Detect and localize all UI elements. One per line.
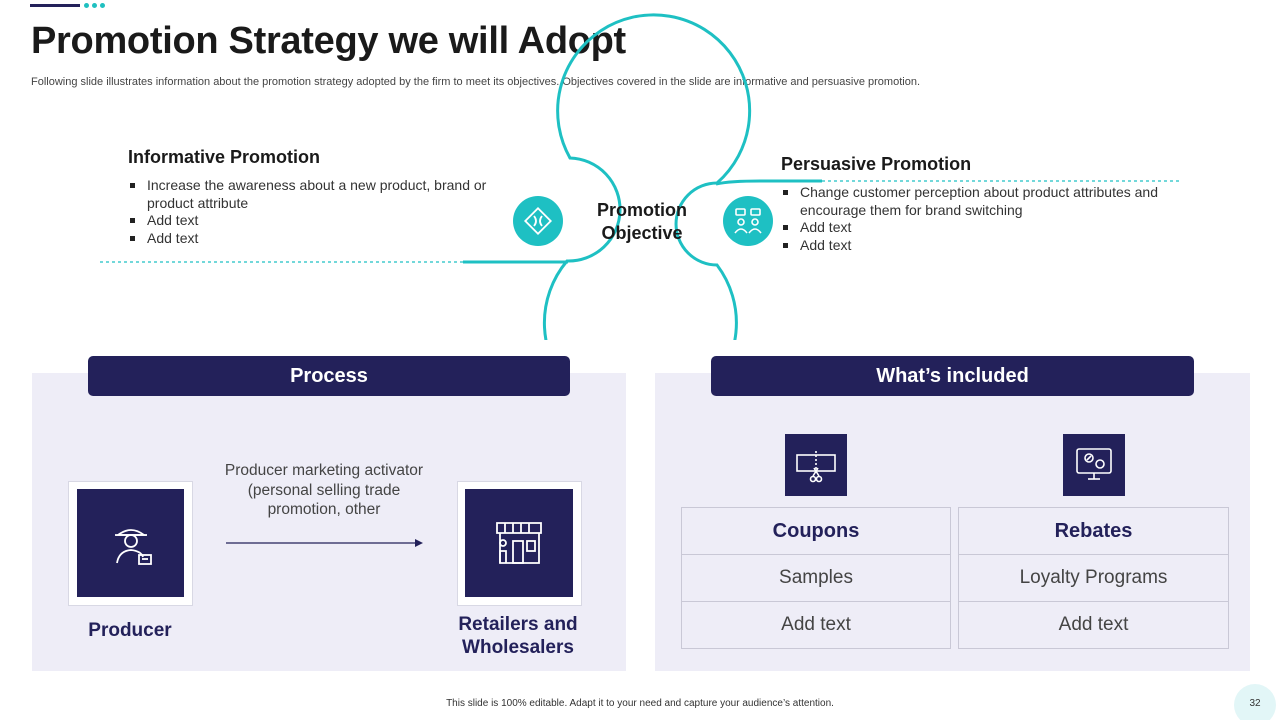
rebate-monitor-icon (1063, 434, 1125, 496)
table-cell-header: Coupons (681, 507, 951, 555)
list-item: Add text (781, 219, 1171, 237)
slide-subtitle: Following slide illustrates information … (31, 76, 921, 88)
table-cell: Add text (958, 601, 1229, 649)
people-discussion-icon (723, 196, 773, 246)
process-description: Producer marketing activator (personal s… (224, 462, 424, 518)
persuasive-promotion: Persuasive Promotion Change customer per… (781, 154, 1171, 254)
list-item: Change customer perception about product… (781, 184, 1171, 219)
top-accent-dots (84, 3, 105, 8)
process-arrow (226, 539, 423, 547)
rebates-table: Rebates Loyalty Programs Add text (958, 507, 1229, 649)
table-cell-header: Rebates (958, 507, 1229, 555)
storefront-icon (465, 489, 573, 597)
retailer-label: Retailers and Wholesalers (438, 613, 598, 659)
objective-ring (542, 13, 752, 340)
retailer-label-line2: Wholesalers (462, 637, 574, 658)
list-item: Add text (781, 237, 1171, 255)
producer-label: Producer (88, 620, 172, 641)
list-item: Add text (128, 230, 508, 248)
included-header: What’s included (711, 356, 1194, 396)
persuasive-title: Persuasive Promotion (781, 154, 972, 174)
road-sign-icon (513, 196, 563, 246)
page-number: 32 (1234, 684, 1276, 720)
persuasive-bullets: Change customer perception about product… (781, 184, 1171, 254)
table-cell: Samples (681, 554, 951, 602)
informative-title: Informative Promotion (128, 147, 321, 167)
objective-label: Promotion Objective (577, 199, 707, 245)
list-item: Increase the awareness about a new produ… (128, 177, 508, 212)
informative-bullets: Increase the awareness about a new produ… (128, 177, 508, 247)
right-connector (715, 179, 822, 186)
coupons-table: Coupons Samples Add text (681, 507, 951, 649)
objective-label-line2: Objective (601, 223, 683, 243)
top-accent-bar (30, 4, 80, 7)
table-cell: Add text (681, 601, 951, 649)
slide-footer: This slide is 100% editable. Adapt it to… (446, 698, 834, 709)
producer-icon (77, 489, 184, 597)
objective-label-line1: Promotion (597, 200, 687, 220)
retailer-label-line1: Retailers and (458, 614, 578, 635)
list-item: Add text (128, 212, 508, 230)
coupon-scissors-icon (785, 434, 847, 496)
objective-diagram (100, 13, 1180, 340)
process-header: Process (88, 356, 570, 396)
table-cell: Loyalty Programs (958, 554, 1229, 602)
slide-title: Promotion Strategy we will Adopt (31, 20, 626, 62)
informative-promotion: Informative Promotion Increase the aware… (128, 147, 508, 247)
